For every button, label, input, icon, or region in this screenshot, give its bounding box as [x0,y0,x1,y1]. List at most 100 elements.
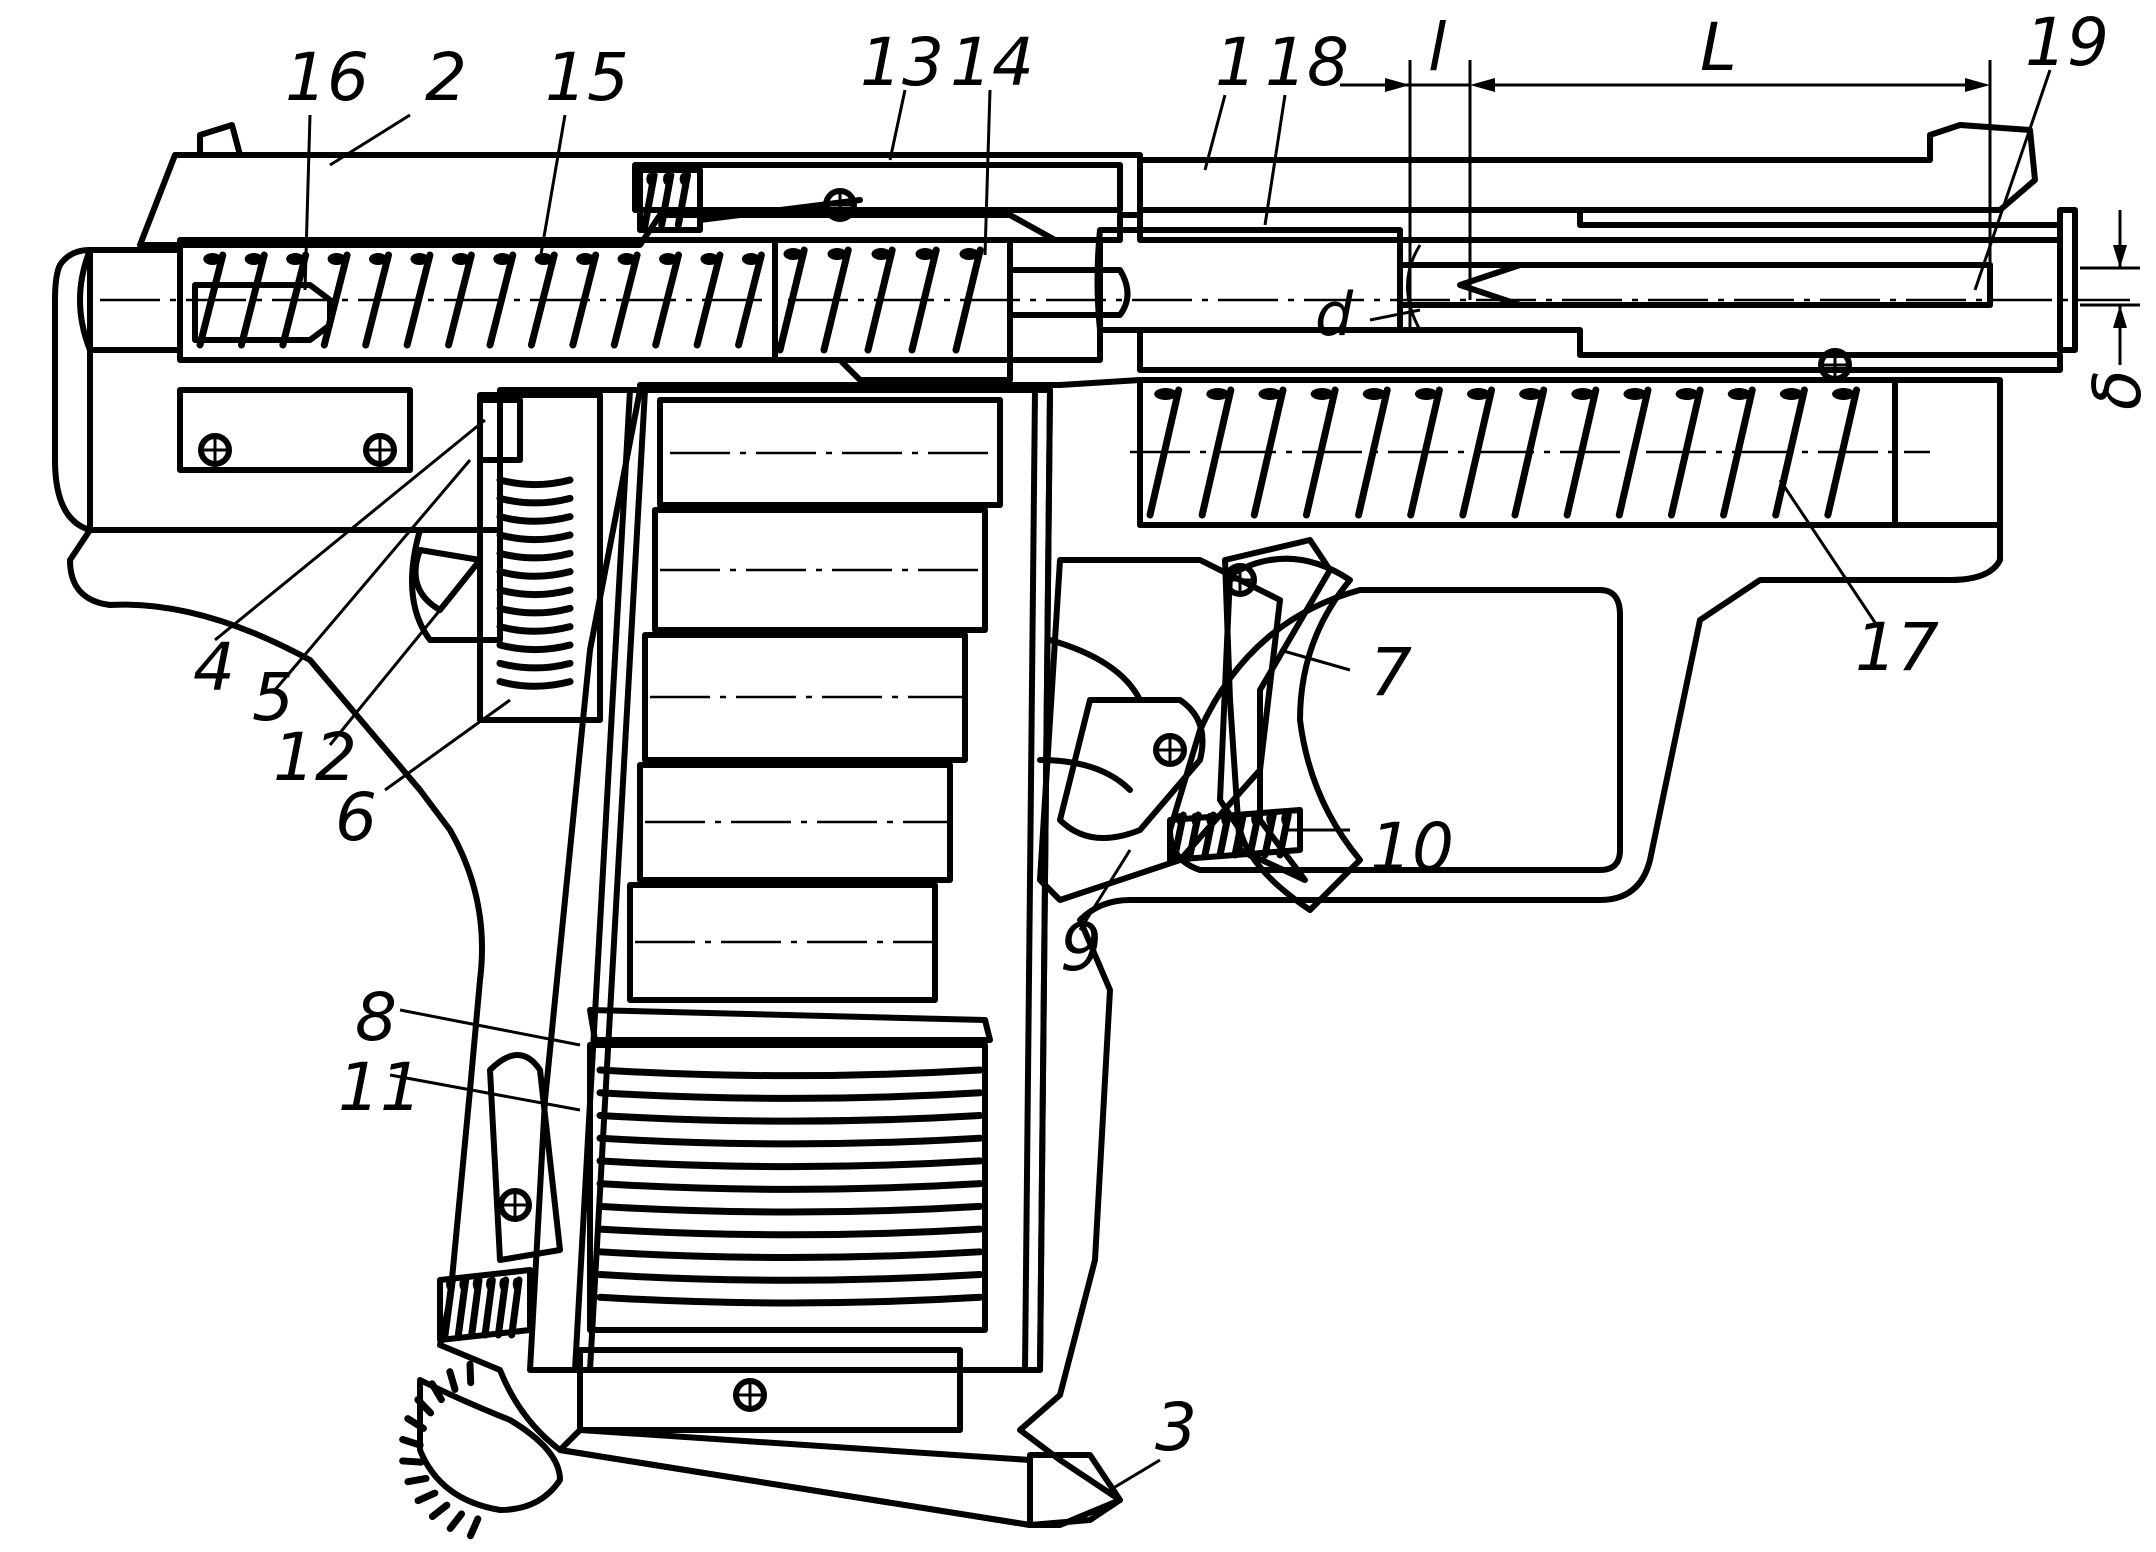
wheel-tooth [414,1396,435,1417]
recoil-spring-coil-end [1362,388,1386,400]
barrel-upper [1137,207,2063,243]
wheel-tooth [399,1457,425,1466]
extractor-spring-coil [658,171,675,229]
frame-body [67,377,2003,1528]
barrel-assembly [1094,122,2078,382]
cartridge [657,397,1003,508]
callout-19: 19 [2025,4,2109,81]
catch-spring [437,1267,533,1343]
firing-pin-spring-coil-end [915,248,935,260]
callout-13: 13 [860,24,944,101]
dim-d: d [1315,280,1354,350]
barrel-lower [1137,327,2063,373]
trigger-guard-opening [1167,587,1623,873]
trigger-spring-coil-end [1221,813,1228,825]
callout-8: 8 [355,979,397,1056]
catch-spring-coil-end [459,1278,466,1290]
dim-l: l [1428,9,1447,86]
muzzle [2057,207,2078,353]
striker-spring-coil-end [493,253,512,265]
sear-spring-coil [496,568,574,580]
sear-spring-coil [496,659,574,672]
striker-spring-coil [237,251,268,349]
trigger-spring-coil-end [1191,813,1198,825]
callout-1: 1 [1215,24,1257,101]
striker-spring-coil-end [203,253,222,265]
callout-11: 11 [338,1049,422,1126]
sear-spring-coil [496,531,574,544]
magazine-spring-coil [596,1134,984,1148]
striker-spring-coil [403,251,434,349]
catch-spring-coil-end [512,1278,519,1290]
magazine-floorplate [557,1427,1033,1528]
catch-11 [487,1052,563,1263]
dim-delta: δ [2079,370,2156,410]
rear-block [177,387,413,473]
magazine-spring-coil [596,1180,984,1193]
callout-14: 14 [950,24,1034,101]
trigger-spring-coil-end [1266,813,1273,825]
recoil-spring-coil-end [1206,388,1230,400]
magazine-wall-front [1022,387,1053,1373]
dimension-lines [1340,60,2140,365]
striker-spring-coil-end [451,253,471,265]
extractor-spring-housing [637,167,703,233]
sear-spring-coil [496,513,574,525]
part-3-heel [1027,1452,1123,1528]
firing-pin-spring-coil-end [827,248,847,260]
magazine-spring-coil [596,1066,984,1080]
sear-spring-coil [496,586,574,599]
spring-coils [196,171,1861,1540]
trigger-spring-coil-end [1236,813,1243,825]
leader-lines [214,69,2052,1492]
magazine-spring-coil [596,1225,984,1239]
callout-2: 2 [425,39,467,116]
wheel-tooth [428,1380,445,1404]
callout-18: 18 [1265,24,1349,101]
slide-rear-cap [77,247,183,353]
catch-spring-coil [454,1276,470,1339]
striker-spring-coil-end [244,253,263,265]
recoil-spring-coil-end [1258,388,1282,400]
striker-assembly [177,167,1131,383]
recoil-spring-coil-end [1519,388,1543,400]
trigger-spring-coil-end [1251,813,1258,825]
recoil-spring-coil-end [1310,388,1334,400]
striker-spring-coil-end [534,253,553,265]
firing-pin-spring-coil-end [871,248,891,260]
slide-top-section [137,152,1143,248]
sear-spring-coil [496,623,574,635]
sear-spring-coil [496,494,574,507]
callout-17: 17 [1855,609,1939,686]
sear-spring-coil [496,549,574,562]
sear-9 [1057,697,1206,841]
sear-spring-coil [496,604,574,617]
callout-7: 7 [1370,634,1412,711]
grip-tang [52,247,93,533]
callout-labels: 1 2 3 4 5 6 7 8 9 10 11 12 13 14 15 16 1… [193,4,2109,1466]
striker-spring-coil-end [369,253,388,265]
cartridge [652,507,988,633]
recoil-spring-coil-end [1623,388,1647,400]
extractor-spring-coil [674,171,691,229]
catch-spring-coil-end [472,1278,479,1290]
extractor-spring-coil-end [663,173,671,185]
striker-spring-coil-end [700,253,719,265]
callout-4: 4 [193,629,235,706]
firing-pin-spring-coil-end [783,248,803,260]
wheel-tooth [428,1501,451,1521]
catch-spring-coil-end [499,1278,506,1290]
magazine-base [577,1347,963,1433]
recoil-spring-coil-end [1727,388,1751,400]
recoil-spring-coil-end [1414,388,1438,400]
magazine-spring-coil [596,1202,984,1216]
center-lines [100,298,2130,944]
sear-spring-coil [496,678,574,690]
slide-window [632,162,1123,213]
breech-face [1007,237,1103,363]
catch-spring-coil [441,1276,456,1339]
chamber [1094,227,1403,333]
magazine-spring-coil [596,1089,984,1102]
callout-3: 3 [1155,1389,1197,1466]
cartridge [642,632,968,763]
